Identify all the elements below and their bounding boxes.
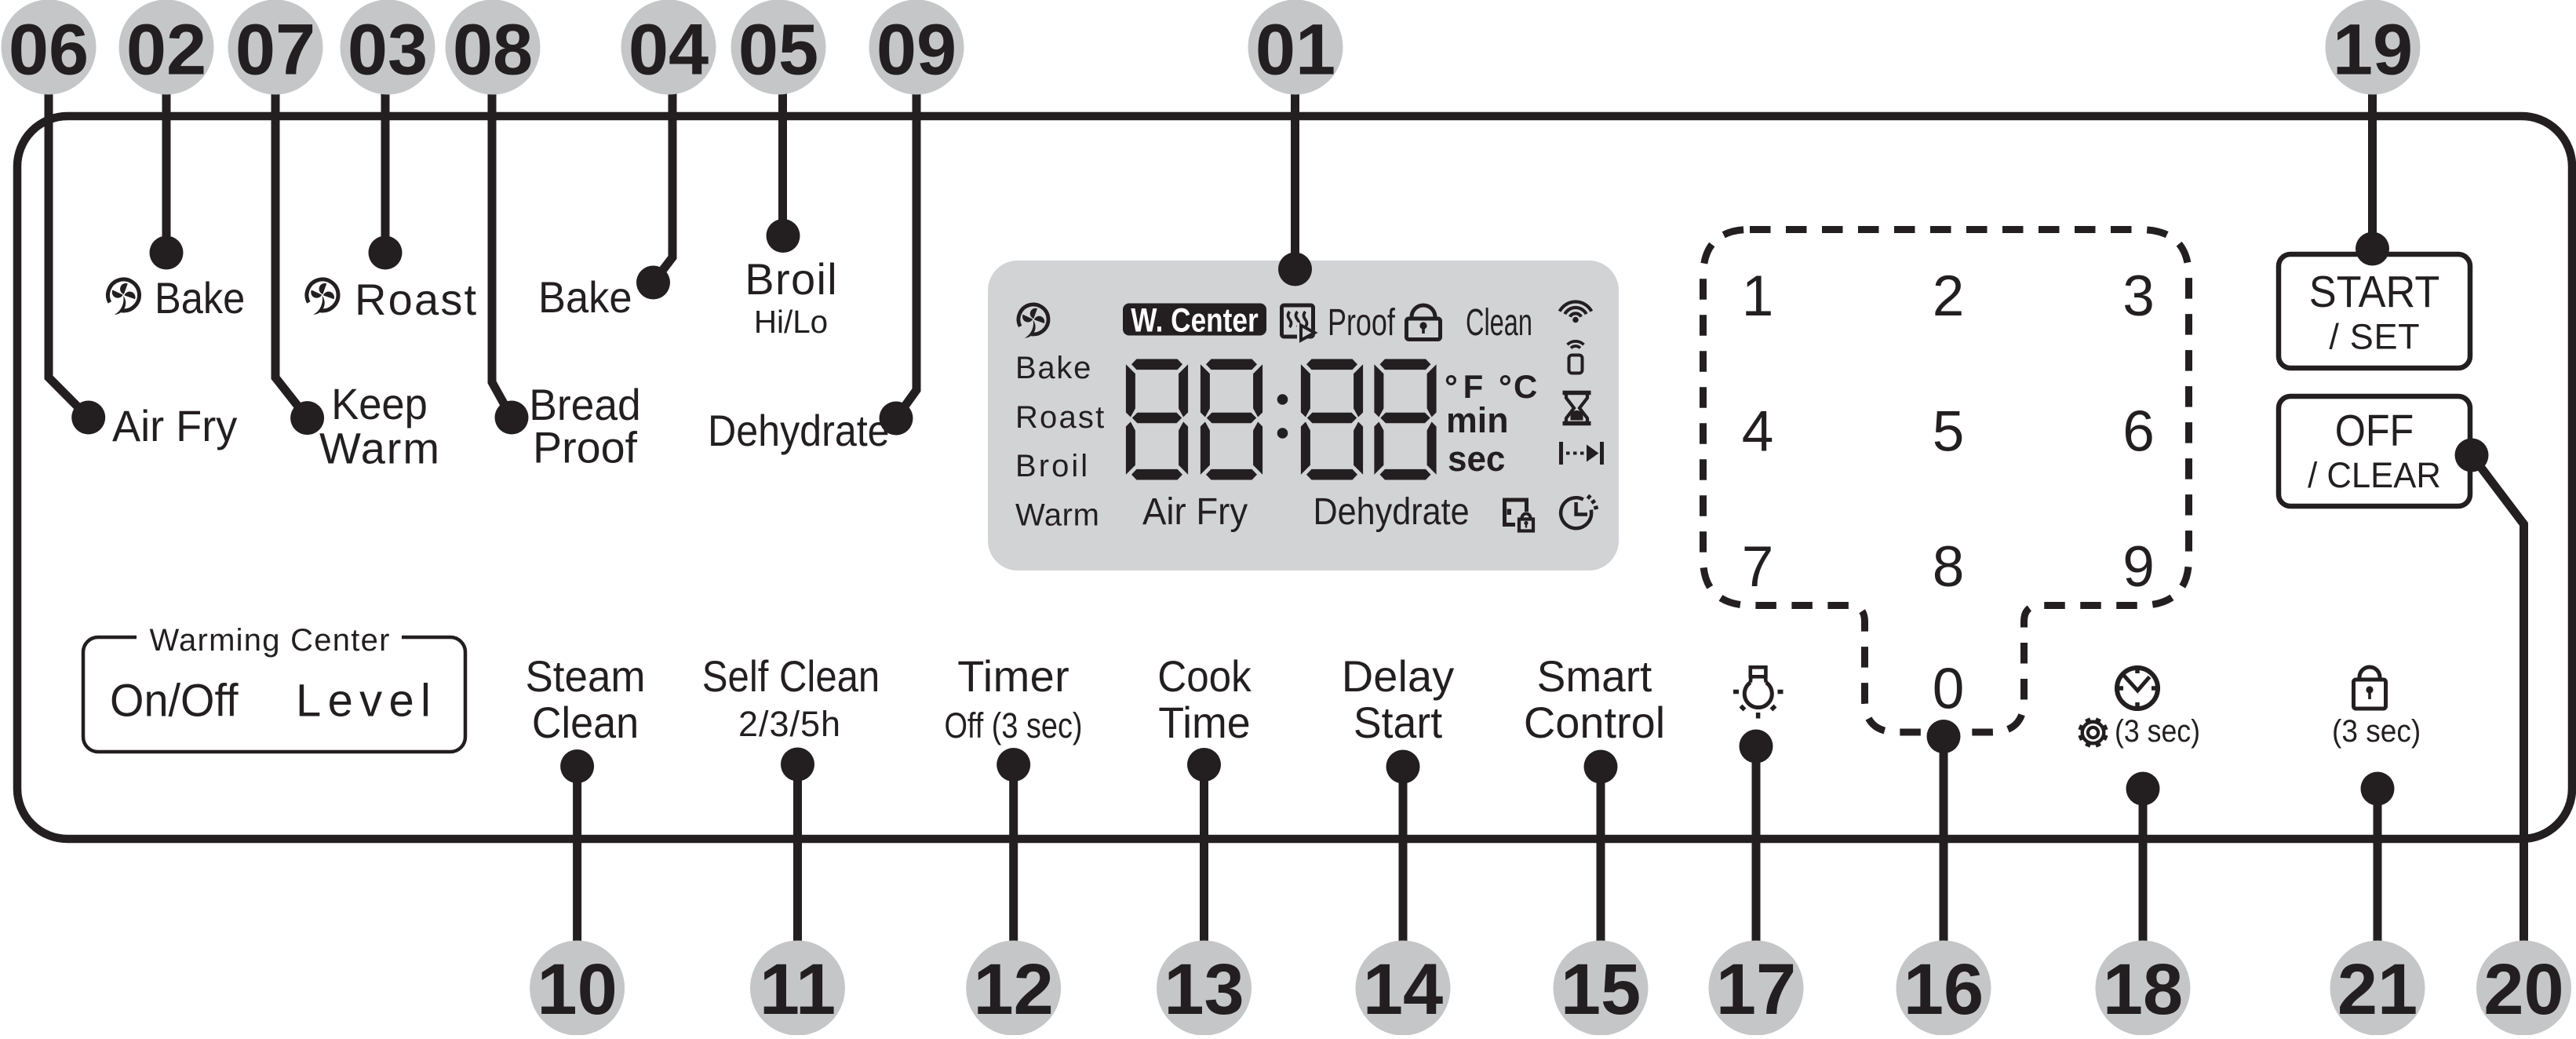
svg-text:(3 sec): (3 sec) bbox=[2115, 714, 2200, 749]
svg-text:Roast: Roast bbox=[1015, 400, 1104, 435]
svg-text:16: 16 bbox=[1904, 950, 1984, 1030]
svg-text:Cook: Cook bbox=[1157, 651, 1252, 701]
svg-text:°C: °C bbox=[1499, 368, 1537, 405]
svg-text:Keep: Keep bbox=[331, 379, 428, 428]
svg-text:Proof: Proof bbox=[533, 423, 638, 472]
svg-text:0: 0 bbox=[1933, 658, 1965, 721]
svg-text:Clean: Clean bbox=[1466, 302, 1532, 344]
svg-text:W. Center: W. Center bbox=[1131, 302, 1259, 340]
svg-text:20: 20 bbox=[2483, 950, 2563, 1030]
svg-text:05: 05 bbox=[738, 10, 818, 90]
svg-text:Warm: Warm bbox=[319, 424, 439, 473]
svg-text:Level: Level bbox=[296, 676, 431, 727]
svg-text:9: 9 bbox=[2122, 535, 2155, 599]
svg-text:2/3/5h: 2/3/5h bbox=[738, 704, 840, 744]
svg-text:Warming Center: Warming Center bbox=[150, 623, 390, 658]
svg-text:Time: Time bbox=[1158, 698, 1250, 747]
svg-text:01: 01 bbox=[1255, 10, 1335, 90]
svg-text:Dehydrate: Dehydrate bbox=[708, 406, 890, 455]
svg-text:15: 15 bbox=[1561, 950, 1641, 1030]
svg-text:1: 1 bbox=[1742, 264, 1774, 328]
svg-text:Air Fry: Air Fry bbox=[112, 401, 237, 450]
svg-text:Bread: Bread bbox=[529, 380, 641, 429]
svg-text:3: 3 bbox=[2122, 264, 2155, 328]
svg-text:2: 2 bbox=[1933, 264, 1965, 328]
svg-text:Bake: Bake bbox=[1015, 351, 1091, 385]
svg-text:6: 6 bbox=[2122, 400, 2155, 464]
svg-text:18: 18 bbox=[2103, 950, 2183, 1030]
svg-text:Broil: Broil bbox=[1015, 449, 1088, 483]
svg-text:sec: sec bbox=[1448, 439, 1505, 479]
svg-text:(3 sec): (3 sec) bbox=[2332, 714, 2421, 749]
svg-text:19: 19 bbox=[2333, 10, 2413, 90]
svg-text:8: 8 bbox=[1933, 535, 1965, 599]
svg-text:Delay: Delay bbox=[1342, 651, 1455, 701]
svg-text:14: 14 bbox=[1363, 950, 1443, 1030]
svg-text:Self Clean: Self Clean bbox=[702, 651, 880, 701]
svg-text:Bake: Bake bbox=[538, 272, 632, 322]
svg-text:13: 13 bbox=[1164, 950, 1244, 1030]
svg-text:17: 17 bbox=[1716, 950, 1796, 1030]
svg-text:11: 11 bbox=[760, 950, 836, 1030]
svg-text:START: START bbox=[2309, 267, 2440, 317]
svg-text:/ SET: / SET bbox=[2329, 317, 2419, 357]
svg-text:02: 02 bbox=[126, 10, 206, 90]
svg-text:min: min bbox=[1446, 400, 1509, 440]
svg-text:Hi/Lo: Hi/Lo bbox=[754, 304, 828, 340]
svg-text:21: 21 bbox=[2337, 950, 2418, 1030]
svg-text:09: 09 bbox=[876, 10, 956, 90]
svg-text:Timer: Timer bbox=[957, 651, 1069, 701]
svg-text:Smart: Smart bbox=[1537, 651, 1652, 701]
svg-text:/ CLEAR: / CLEAR bbox=[2308, 455, 2441, 495]
svg-text:Air Fry: Air Fry bbox=[1142, 491, 1248, 533]
svg-text:Steam: Steam bbox=[526, 651, 646, 701]
svg-text:4: 4 bbox=[1742, 400, 1774, 464]
svg-text:Roast: Roast bbox=[355, 275, 477, 324]
svg-text:03: 03 bbox=[348, 10, 428, 90]
svg-text:07: 07 bbox=[235, 10, 315, 90]
svg-text:Start: Start bbox=[1354, 698, 1443, 747]
svg-text:°F: °F bbox=[1445, 368, 1483, 405]
svg-text:7: 7 bbox=[1742, 535, 1774, 599]
svg-text:OFF: OFF bbox=[2335, 406, 2414, 456]
svg-text:10: 10 bbox=[537, 950, 617, 1030]
svg-text:Off (3 sec): Off (3 sec) bbox=[944, 705, 1082, 746]
svg-text:5: 5 bbox=[1933, 400, 1965, 464]
svg-text:Dehydrate: Dehydrate bbox=[1314, 491, 1470, 533]
svg-text:Broil: Broil bbox=[745, 254, 836, 304]
svg-text:On/Off: On/Off bbox=[110, 676, 239, 727]
svg-text:Control: Control bbox=[1524, 698, 1665, 747]
svg-text:Proof: Proof bbox=[1328, 302, 1395, 344]
svg-text:12: 12 bbox=[974, 950, 1054, 1030]
svg-text:08: 08 bbox=[453, 10, 533, 90]
svg-text:Clean: Clean bbox=[532, 698, 639, 747]
svg-text:04: 04 bbox=[629, 10, 709, 90]
svg-text:06: 06 bbox=[9, 10, 89, 90]
svg-text:Bake: Bake bbox=[155, 273, 245, 323]
svg-text:Warm: Warm bbox=[1015, 498, 1099, 533]
